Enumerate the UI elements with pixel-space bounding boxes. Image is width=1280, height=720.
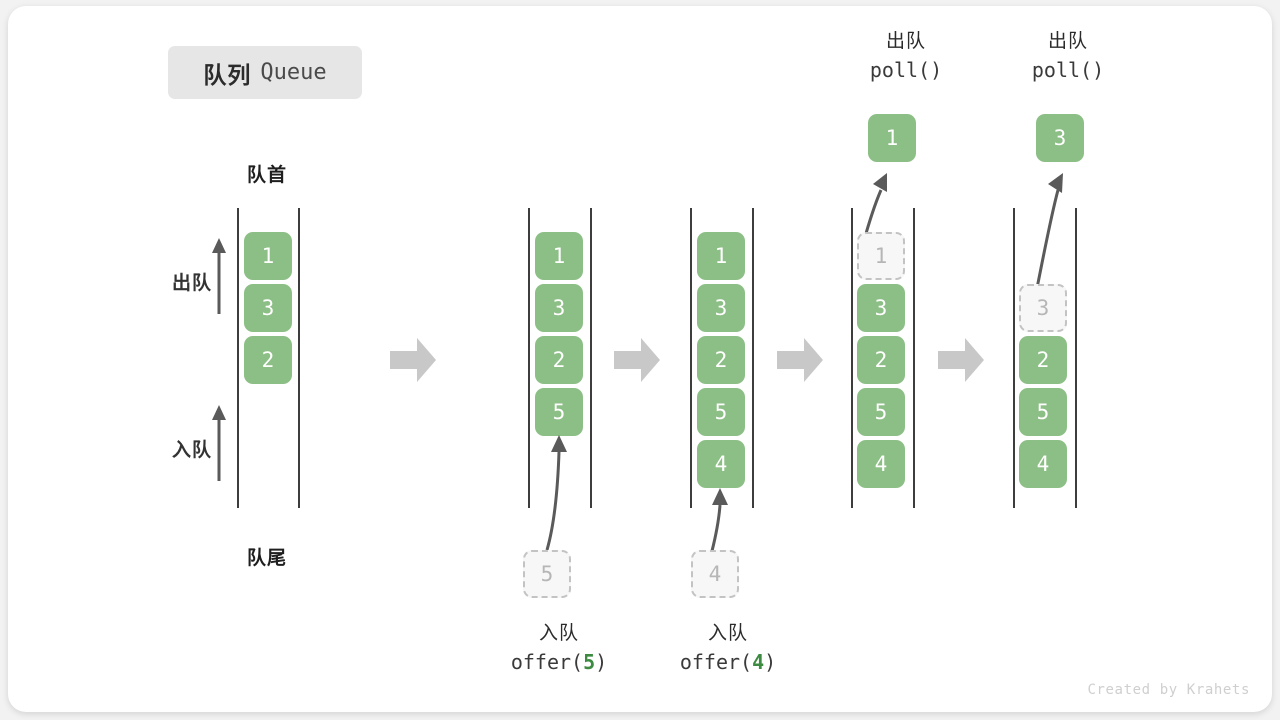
operation-caption: 入队 offer(4) xyxy=(628,620,828,677)
code-suffix: ) xyxy=(930,57,943,82)
enqueue-arrow-icon xyxy=(525,430,595,555)
queue-cell: 3 xyxy=(535,284,583,332)
queue-cell: 1 xyxy=(244,232,292,280)
queue-rail-right-stage-3 xyxy=(752,208,754,508)
queue-rail-right-stage-1 xyxy=(298,208,300,508)
queue-rail-left-stage-5 xyxy=(1013,208,1015,508)
operation-caption: 出队 poll() xyxy=(968,28,1168,85)
queue-cell: 3 xyxy=(697,284,745,332)
code-prefix: offer( xyxy=(679,649,753,674)
credit-text: Created by Krahets xyxy=(1087,682,1250,698)
queue-rail-right-stage-2 xyxy=(590,208,592,508)
diagram-title-cn: 队列 xyxy=(203,61,252,88)
queue-cell: 4 xyxy=(857,440,905,488)
operation-caption-cn: 出队 xyxy=(1047,31,1088,52)
operation-caption: 出队 poll() xyxy=(806,28,1006,85)
queue-rail-right-stage-5 xyxy=(1075,208,1077,508)
queue-head-label: 队首 xyxy=(246,165,287,186)
queue-cell-removed: 1 xyxy=(857,232,905,280)
polled-value-box: 1 xyxy=(868,114,916,162)
queue-rail-right-stage-4 xyxy=(913,208,915,508)
queue-tail-label: 队尾 xyxy=(246,548,287,569)
dequeue-direction-arrow-icon xyxy=(210,236,228,314)
code-suffix: ) xyxy=(764,649,777,674)
queue-cell: 5 xyxy=(697,388,745,436)
dequeue-direction-label: 出队 xyxy=(171,273,212,294)
operation-caption-code: offer(5) xyxy=(459,648,659,677)
operation-caption-code: offer(4) xyxy=(628,648,828,677)
operation-caption-cn: 入队 xyxy=(707,623,748,644)
polled-value-box: 3 xyxy=(1036,114,1084,162)
queue-cell: 1 xyxy=(697,232,745,280)
queue-cell: 2 xyxy=(1019,336,1067,384)
operation-caption: 入队 offer(5) xyxy=(459,620,659,677)
enqueue-direction-label: 入队 xyxy=(171,440,212,461)
queue-cell: 4 xyxy=(1019,440,1067,488)
dequeue-arrow-icon xyxy=(1010,168,1080,300)
queue-cell: 5 xyxy=(535,388,583,436)
queue-cell: 2 xyxy=(244,336,292,384)
queue-cell: 2 xyxy=(535,336,583,384)
queue-cell: 4 xyxy=(697,440,745,488)
code-prefix: poll( xyxy=(1031,57,1093,82)
step-arrow-icon xyxy=(614,338,660,382)
code-suffix: ) xyxy=(1092,57,1105,82)
queue-rail-left-stage-1 xyxy=(237,208,239,508)
code-prefix: poll( xyxy=(869,57,931,82)
step-arrow-icon xyxy=(777,338,823,382)
pending-value-box: 5 xyxy=(523,550,571,598)
queue-cell: 1 xyxy=(535,232,583,280)
code-arg: 5 xyxy=(583,649,596,674)
queue-cell: 3 xyxy=(857,284,905,332)
step-arrow-icon xyxy=(390,338,436,382)
queue-cell: 5 xyxy=(857,388,905,436)
queue-cell: 2 xyxy=(857,336,905,384)
code-prefix: offer( xyxy=(510,649,584,674)
diagram-title-chip: 队列 Queue xyxy=(168,46,362,99)
code-arg: 4 xyxy=(752,649,765,674)
operation-caption-cn: 入队 xyxy=(538,623,579,644)
code-suffix: ) xyxy=(595,649,608,674)
queue-cell: 5 xyxy=(1019,388,1067,436)
step-arrow-icon xyxy=(938,338,984,382)
queue-rail-left-stage-3 xyxy=(690,208,692,508)
queue-rail-left-stage-2 xyxy=(528,208,530,508)
queue-cell: 3 xyxy=(244,284,292,332)
operation-caption-code: poll() xyxy=(968,56,1168,85)
operation-caption-code: poll() xyxy=(806,56,1006,85)
queue-cell: 2 xyxy=(697,336,745,384)
queue-cell-removed: 3 xyxy=(1019,284,1067,332)
queue-rail-left-stage-4 xyxy=(851,208,853,508)
enqueue-arrow-icon xyxy=(690,483,750,555)
operation-caption-cn: 出队 xyxy=(885,31,926,52)
diagram-title-en: Queue xyxy=(260,60,327,85)
enqueue-direction-arrow-icon xyxy=(210,403,228,481)
pending-value-box: 4 xyxy=(691,550,739,598)
